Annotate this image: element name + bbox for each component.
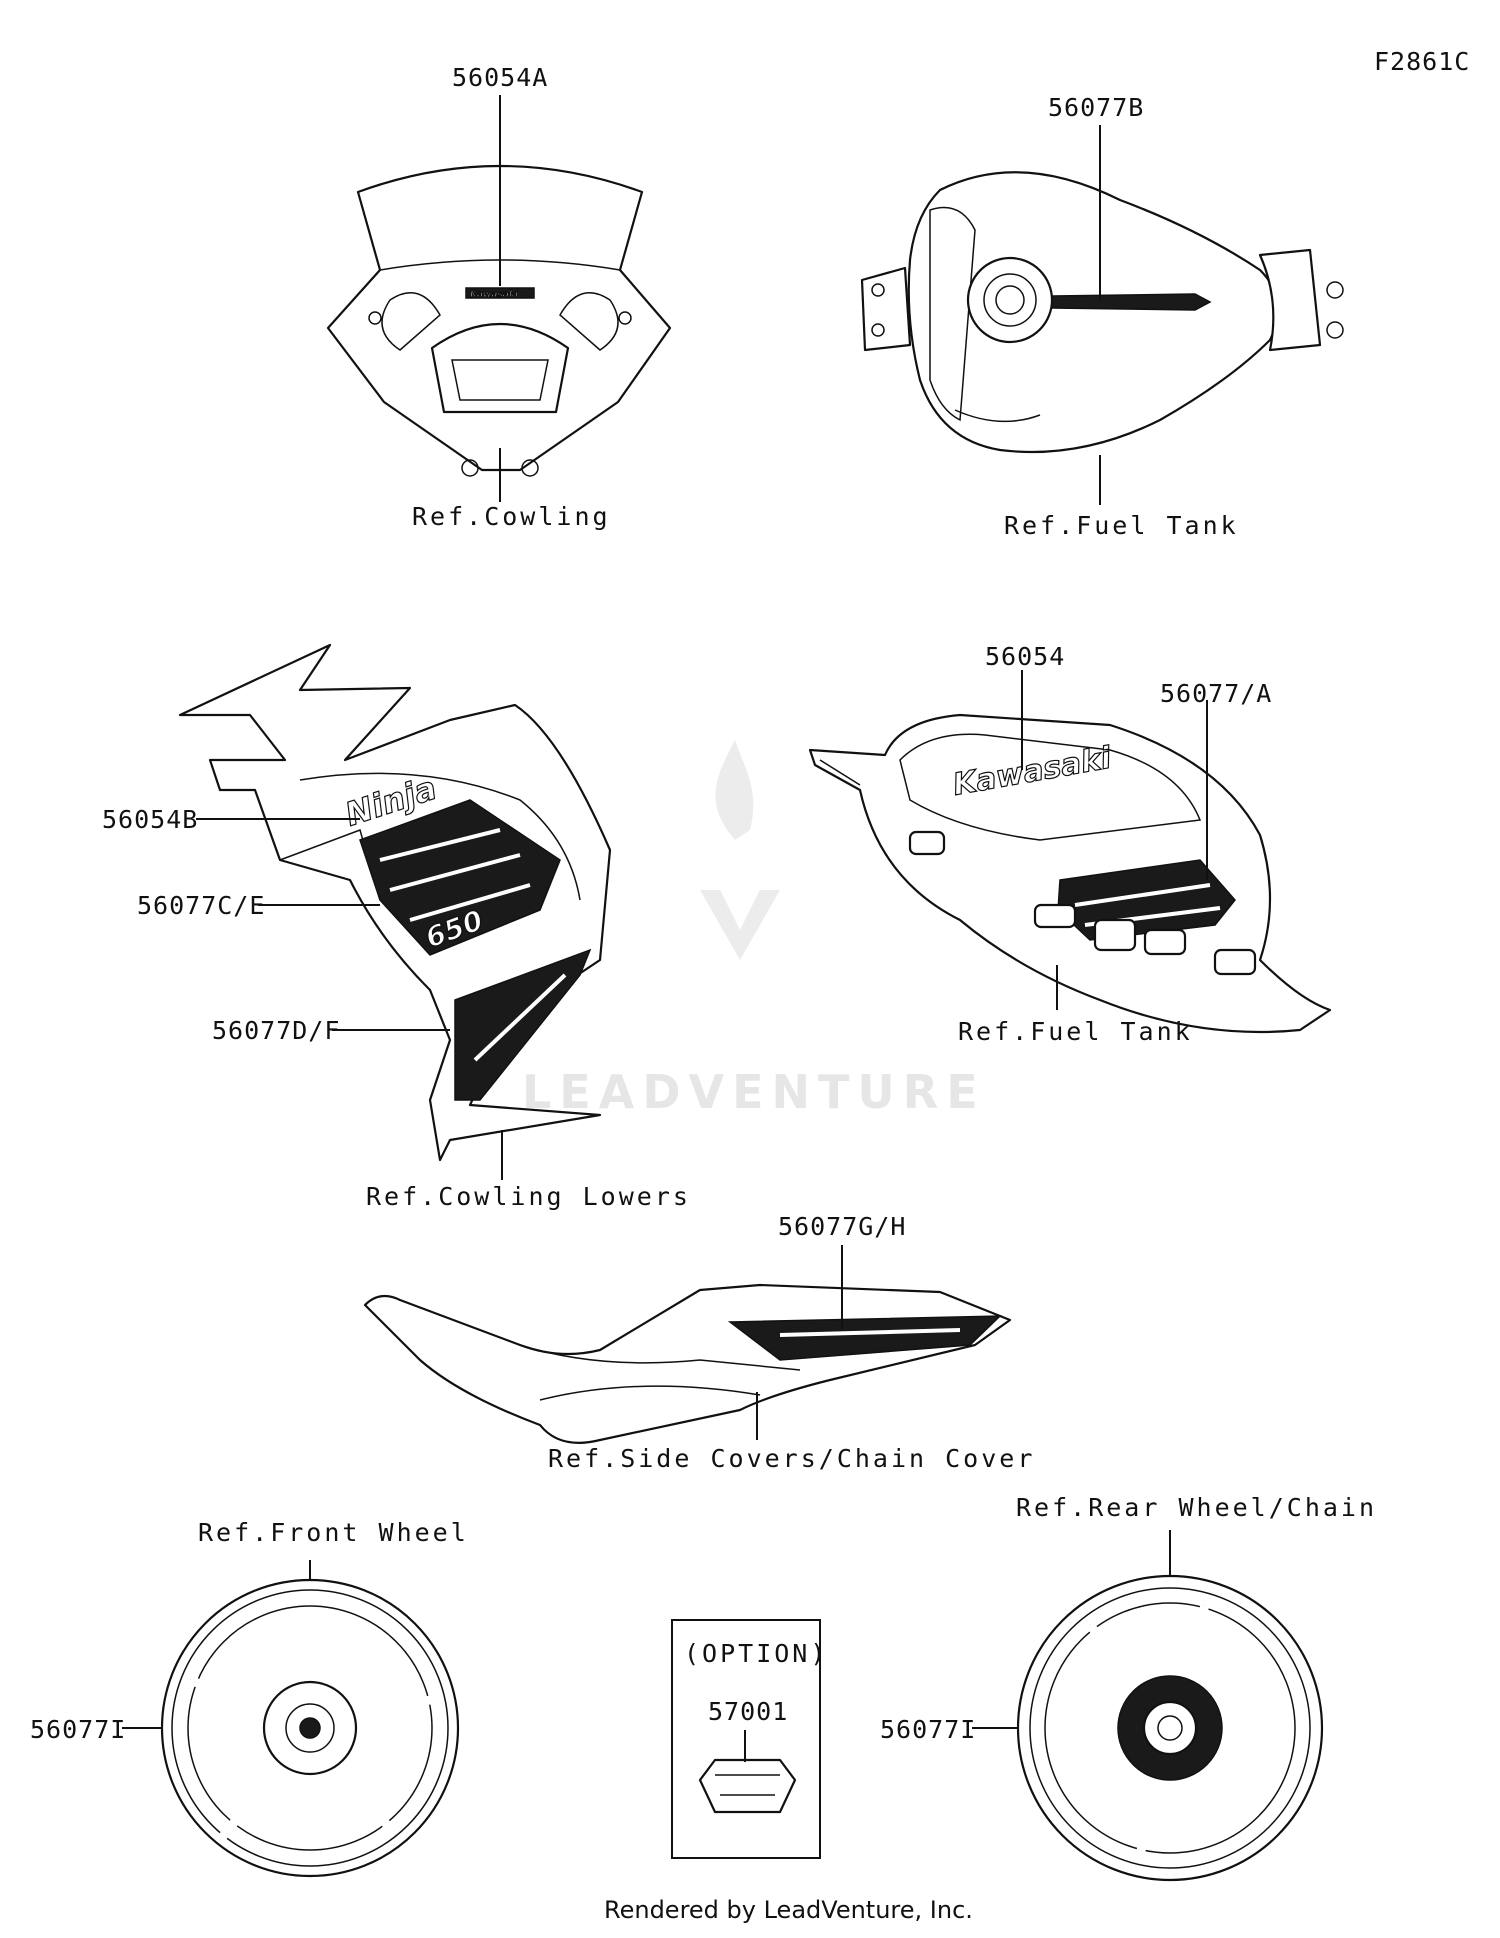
part-56077-A[interactable]: 56077/A (1160, 679, 1272, 708)
option-box (671, 1619, 821, 1859)
leadventure-watermark: LEADVENTURE (522, 740, 986, 1119)
fuel-tank-top-drawing (860, 171, 1344, 454)
ref-side-covers[interactable]: Ref.Side Covers/Chain Cover (548, 1444, 1035, 1473)
part-56077I-front[interactable]: 56077I (30, 1715, 126, 1744)
screen-kawasaki-logo: Kawasaki (470, 290, 519, 300)
cowling-side-drawing: Ninja 650 (178, 643, 612, 1162)
watermark-text: LEADVENTURE (522, 1065, 986, 1119)
cowling-screen-drawing: Kawasaki (326, 164, 672, 477)
ref-cowling[interactable]: Ref.Cowling (412, 502, 611, 531)
front-wheel-drawing (160, 1578, 460, 1878)
rear-wheel-drawing (1016, 1574, 1324, 1882)
footer-credit: Rendered by LeadVenture, Inc. (604, 1896, 973, 1924)
ref-fuel-tank-side[interactable]: Ref.Fuel Tank (958, 1017, 1193, 1046)
part-56054A[interactable]: 56054A (452, 63, 548, 92)
side-cover-drawing (363, 1283, 1012, 1444)
part-56077G-H[interactable]: 56077G/H (778, 1212, 906, 1241)
part-56054B[interactable]: 56054B (102, 805, 198, 834)
part-56077D-F[interactable]: 56077D/F (212, 1016, 340, 1045)
ref-fuel-tank-top[interactable]: Ref.Fuel Tank (1004, 511, 1239, 540)
ref-rear-wheel[interactable]: Ref.Rear Wheel/Chain (1016, 1493, 1377, 1522)
part-56077I-rear[interactable]: 56077I (880, 1715, 976, 1744)
ref-front-wheel[interactable]: Ref.Front Wheel (198, 1518, 469, 1547)
option-label: (OPTION) (684, 1639, 828, 1668)
fuel-tank-side-drawing: Kawasaki (808, 713, 1332, 1034)
part-57001[interactable]: 57001 (708, 1697, 788, 1726)
figure-id: F2861C (1374, 47, 1470, 76)
part-56077B[interactable]: 56077B (1048, 93, 1144, 122)
part-56077C-E[interactable]: 56077C/E (137, 891, 265, 920)
part-56054[interactable]: 56054 (985, 642, 1065, 671)
ref-cowling-lowers[interactable]: Ref.Cowling Lowers (366, 1182, 691, 1211)
